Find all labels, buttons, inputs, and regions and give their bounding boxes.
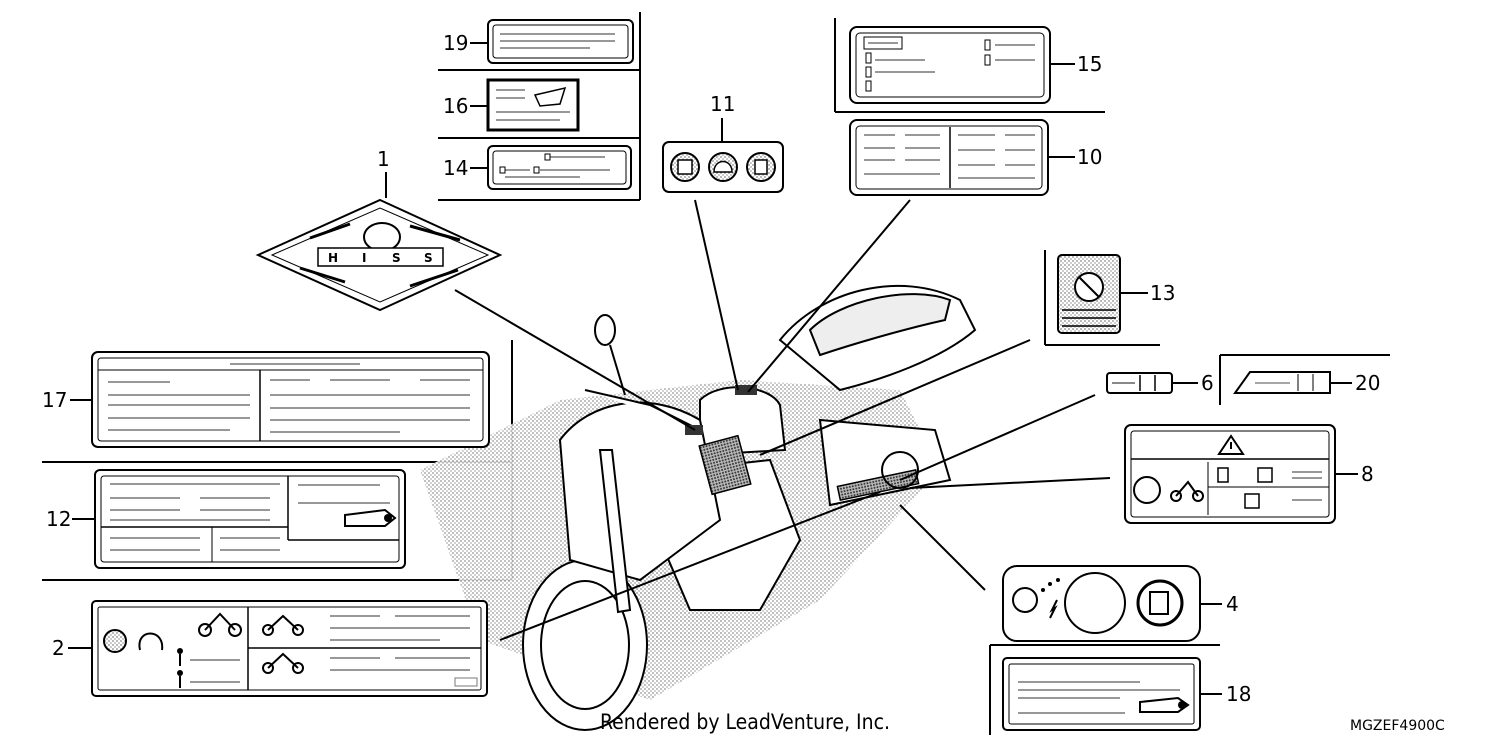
callout-12: 12 <box>46 507 71 531</box>
motorcycle-icon <box>1170 480 1204 502</box>
label-1-emblem: H I S S <box>255 198 503 312</box>
diagram-code: MGZEF4900C <box>1350 718 1445 734</box>
callout-17: 17 <box>42 388 67 412</box>
callout-numbers: 1 2 4 6 8 10 11 12 13 14 15 16 17 18 19 … <box>42 31 1380 706</box>
callout-2: 2 <box>52 636 65 660</box>
label-19 <box>487 19 634 64</box>
callout-14: 14 <box>443 156 468 180</box>
label-1-letter-h: H <box>328 251 338 265</box>
label-15 <box>849 26 1051 104</box>
fuel-icon <box>754 159 768 175</box>
callout-19: 19 <box>443 31 468 55</box>
credit-text: Rendered by LeadVenture, Inc. <box>600 710 890 734</box>
callout-20: 20 <box>1355 371 1380 395</box>
leader-lines <box>454 199 1111 641</box>
label-12 <box>94 469 406 569</box>
callout-11: 11 <box>710 92 735 116</box>
callout-16: 16 <box>443 94 468 118</box>
label-6 <box>1106 372 1173 394</box>
callout-1: 1 <box>377 147 390 171</box>
callout-6: 6 <box>1201 371 1214 395</box>
callout-13: 13 <box>1150 281 1175 305</box>
label-1-letter-s2: S <box>424 251 433 265</box>
label-13 <box>1057 254 1121 334</box>
callout-8: 8 <box>1361 462 1374 486</box>
label-1-letter-i: I <box>362 251 366 265</box>
label-1-letter-s1: S <box>392 251 401 265</box>
label-4 <box>1002 565 1201 642</box>
helmet-icon <box>713 160 733 173</box>
label-8 <box>1124 424 1336 524</box>
label-2 <box>91 600 488 697</box>
label-18 <box>1002 657 1201 731</box>
book-icon <box>677 159 693 175</box>
callout-10: 10 <box>1077 145 1102 169</box>
label-10 <box>849 119 1049 196</box>
label-16 <box>486 78 580 132</box>
panel-frames <box>42 12 1390 735</box>
callout-4: 4 <box>1226 592 1239 616</box>
label-11 <box>662 141 784 193</box>
callout-ticks <box>68 42 1358 695</box>
callout-18: 18 <box>1226 682 1251 706</box>
label-14 <box>487 145 632 190</box>
label-20 <box>1233 371 1331 394</box>
motorcycle-illustration <box>420 284 977 731</box>
label-17 <box>91 351 490 448</box>
callout-15: 15 <box>1077 52 1102 76</box>
